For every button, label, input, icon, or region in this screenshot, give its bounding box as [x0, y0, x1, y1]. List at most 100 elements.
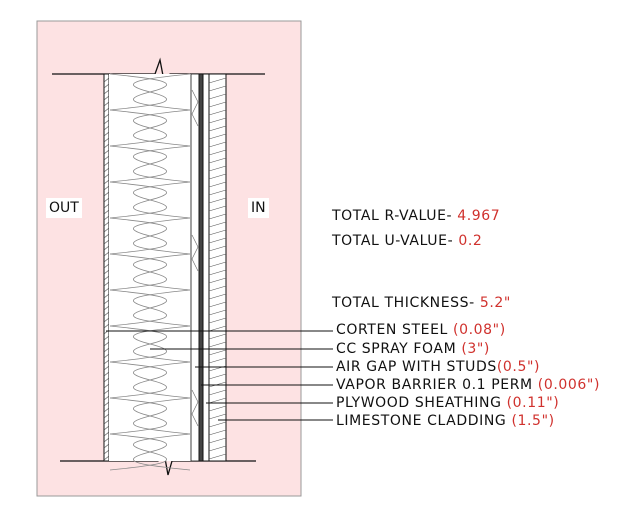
- hatch-line: [208, 141, 227, 148]
- hatch-line: [208, 221, 227, 228]
- insulation-loop: [109, 433, 191, 471]
- hatch-line: [208, 229, 227, 236]
- hatch-line: [103, 179, 110, 185]
- hatch-line: [103, 77, 110, 83]
- hatch-line: [208, 349, 227, 356]
- hatch-line: [208, 77, 227, 84]
- hatch-line: [208, 405, 227, 412]
- hatch-line: [103, 287, 110, 293]
- hatch-line: [208, 341, 227, 348]
- hatch-line: [103, 419, 110, 425]
- hatch-line: [208, 325, 227, 332]
- hatch-line: [103, 125, 110, 131]
- hatch-line: [208, 117, 227, 124]
- hatch-line: [208, 261, 227, 268]
- hatch-line: [103, 191, 110, 197]
- layer-label-limestone: LIMESTONE CLADDING (1.5"): [336, 413, 555, 429]
- layer-label-plywood: PLYWOOD SHEATHING (0.11"): [336, 395, 559, 411]
- hatch-line: [103, 209, 110, 215]
- insulation-pattern: [109, 73, 191, 471]
- hatch-line: [208, 285, 227, 292]
- hatch-line: [103, 251, 110, 257]
- hatch-line: [103, 275, 110, 281]
- hatch-line: [103, 161, 110, 167]
- hatch-line: [208, 373, 227, 380]
- hatch-line: [103, 227, 110, 233]
- hatch-line: [208, 133, 227, 140]
- hatch-line: [103, 95, 110, 101]
- hatch-line: [103, 395, 110, 401]
- hatch-line: [103, 407, 110, 413]
- hatch-line: [103, 365, 110, 371]
- hatch-line: [103, 281, 110, 287]
- hatch-line: [208, 253, 227, 260]
- hatch-line: [103, 137, 110, 143]
- insulation-loop: [109, 289, 191, 327]
- hatch-line: [103, 335, 110, 341]
- hatch-line: [208, 173, 227, 180]
- layer-name: AIR GAP WITH STUDS: [336, 359, 497, 375]
- hatch-line: [103, 383, 110, 389]
- hatch-line: [103, 245, 110, 251]
- layer-thickness: (0.5"): [496, 359, 541, 375]
- insulation-loop: [109, 109, 191, 147]
- insulation-loop: [109, 181, 191, 219]
- hatch-line: [103, 323, 110, 329]
- hatch-line: [208, 277, 227, 284]
- stud-mark: [191, 234, 199, 272]
- hatch-line: [103, 155, 110, 161]
- hatch-line: [103, 185, 110, 191]
- u-value-label: TOTAL U-VALUE-: [332, 233, 454, 249]
- hatch-line: [103, 401, 110, 407]
- layer-label-spray-foam: CC SPRAY FOAM (3"): [336, 341, 490, 357]
- thickness-value: 5.2": [479, 295, 511, 311]
- hatch-line: [208, 269, 227, 276]
- hatch-line: [208, 237, 227, 244]
- hatch-line: [208, 125, 227, 132]
- insulation-loop: [109, 73, 191, 111]
- hatch-line: [208, 149, 227, 156]
- insulation-loop: [109, 361, 191, 399]
- hatch-line: [103, 311, 110, 317]
- hatch-line: [103, 431, 110, 437]
- hatch-line: [103, 353, 110, 359]
- hatch-line: [103, 131, 110, 137]
- hatch-line: [208, 109, 227, 116]
- hatch-line: [103, 119, 110, 125]
- hatch-line: [208, 189, 227, 196]
- insulation-loop: [109, 145, 191, 183]
- hatch-line: [103, 425, 110, 431]
- insulation-loop: [109, 217, 191, 255]
- hatch-line: [103, 167, 110, 173]
- hatch-line: [103, 449, 110, 455]
- hatch-line: [103, 197, 110, 203]
- hatch-line: [208, 333, 227, 340]
- layer-name: LIMESTONE CLADDING: [336, 413, 507, 429]
- hatch-line: [103, 257, 110, 263]
- layer-thickness: (0.08"): [453, 322, 506, 338]
- hatch-line: [103, 437, 110, 443]
- hatch-line: [103, 143, 110, 149]
- hatch-line: [208, 413, 227, 420]
- stud-marks: [191, 89, 199, 427]
- layer-label-vapor-barrier: VAPOR BARRIER 0.1 PERM (0.006"): [336, 377, 600, 393]
- hatch-line: [208, 357, 227, 364]
- leader-lines: [106, 330, 333, 421]
- layer-name: CC SPRAY FOAM: [336, 341, 457, 357]
- total-thickness: TOTAL THICKNESS- 5.2": [332, 295, 511, 311]
- hatch-line: [208, 157, 227, 164]
- hatch-line: [103, 293, 110, 299]
- out-label: OUT: [46, 198, 82, 218]
- hatch-line: [103, 317, 110, 323]
- hatch-line: [208, 445, 227, 452]
- hatch-line: [208, 213, 227, 220]
- limestone-hatch: [208, 77, 227, 460]
- corten-hatch: [103, 77, 110, 461]
- hatch-line: [103, 269, 110, 275]
- total-u-value: TOTAL U-VALUE- 0.2: [332, 233, 482, 249]
- layer-name: VAPOR BARRIER 0.1 PERM: [336, 377, 533, 393]
- hatch-line: [103, 239, 110, 245]
- hatch-line: [103, 377, 110, 383]
- hatch-line: [103, 299, 110, 305]
